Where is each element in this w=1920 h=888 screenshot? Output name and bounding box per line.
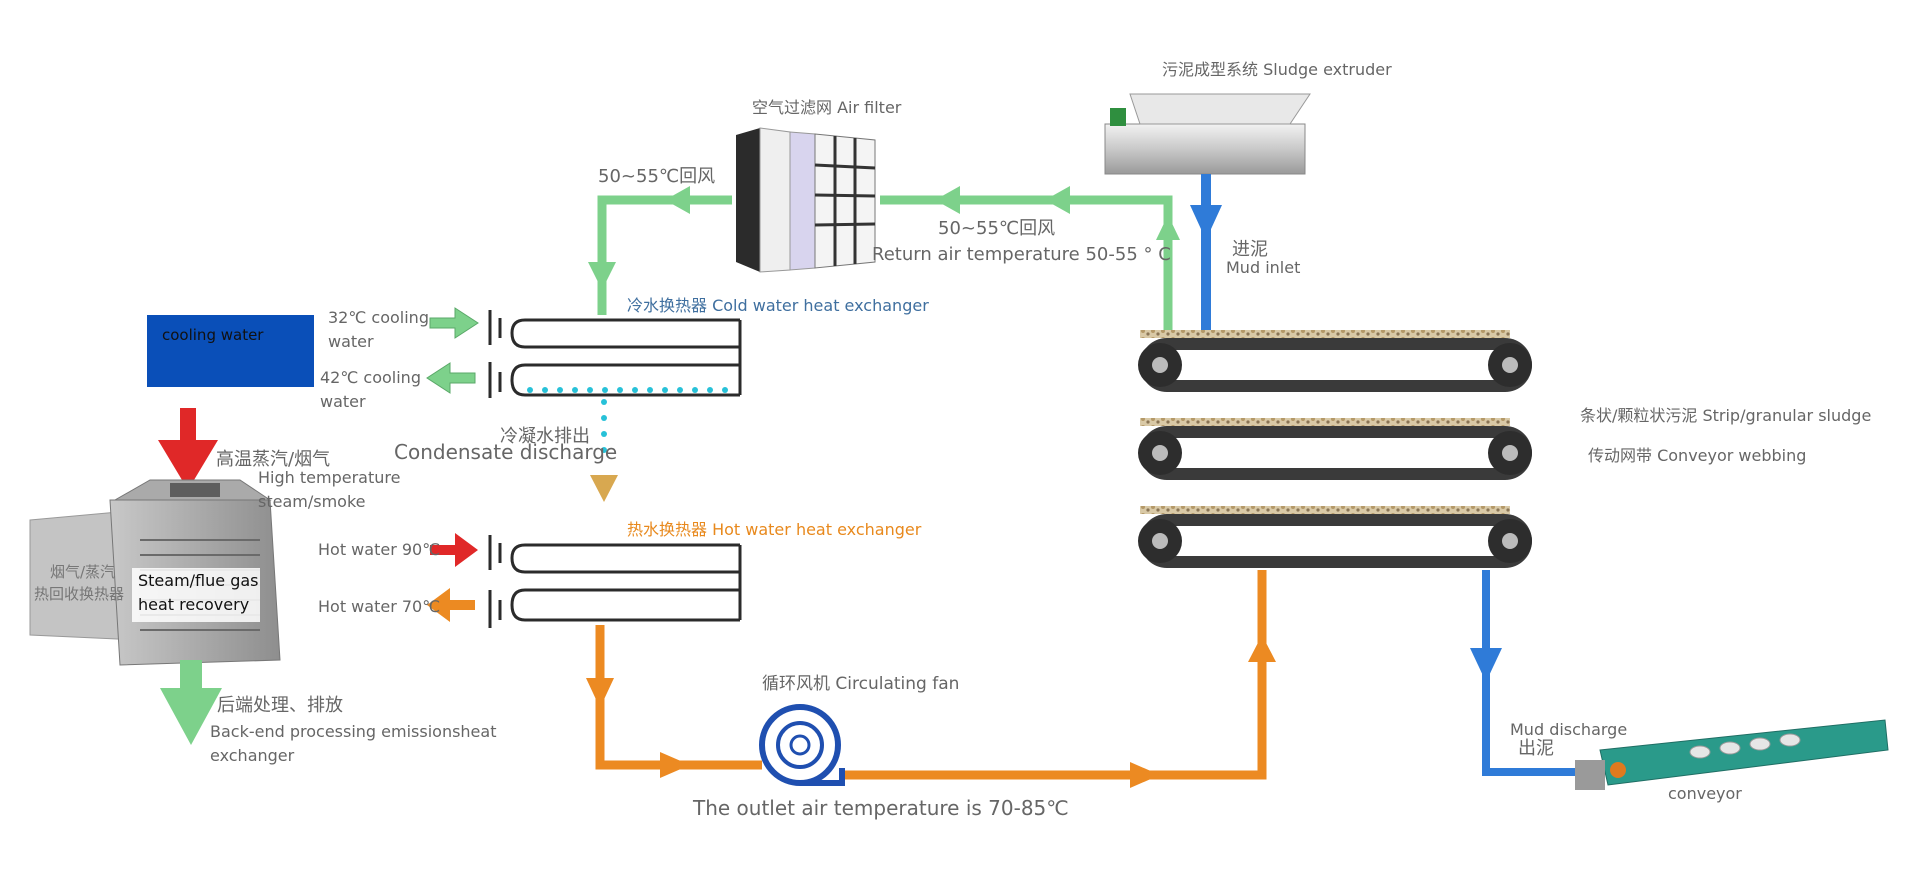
backend-en-line2: exchanger xyxy=(210,746,295,765)
air-filter-label: 空气过滤网 Air filter xyxy=(752,98,902,117)
hot-air-arrowheads xyxy=(586,635,1276,788)
mud-discharge-en-label: Mud discharge xyxy=(1510,720,1628,739)
backend-en-line1: Back-end processing emissionsheat xyxy=(210,722,497,741)
mud-discharge-pipe xyxy=(1470,570,1580,776)
conveyor-belts xyxy=(1138,330,1532,568)
steam-cn-label: 高温蒸汽/烟气 xyxy=(216,449,331,470)
mud-inlet-pipe xyxy=(1190,174,1222,339)
circulating-fan-label: 循环风机 Circulating fan xyxy=(762,674,960,694)
condensate-en-label: Condensate discharge xyxy=(394,440,618,464)
hot-water-arrows xyxy=(427,533,478,622)
cold-hx-label: 冷水换热器 Cold water heat exchanger xyxy=(627,296,929,315)
strip-sludge-label: 条状/颗粒状污泥 Strip/granular sludge xyxy=(1580,406,1872,425)
hx-box-en-line2: heat recovery xyxy=(138,595,250,614)
cooling-32-line2: water xyxy=(328,332,374,351)
return-air-arrowheads xyxy=(588,186,1180,290)
belt-1 xyxy=(1138,330,1532,392)
hx-box-cn-line2: 热回收换热器 xyxy=(34,585,125,603)
belt-3 xyxy=(1138,506,1532,568)
condensate-arrow xyxy=(590,475,618,502)
sludge-extruder xyxy=(1104,93,1311,175)
cooling-32-line1: 32℃ cooling xyxy=(328,308,429,327)
cooling-42-line2: water xyxy=(320,392,366,411)
sludge-extruder-label: 污泥成型系统 Sludge extruder xyxy=(1162,60,1392,79)
cooling-water-tank xyxy=(147,315,314,387)
hot-water-heat-exchanger xyxy=(488,535,742,628)
conveyor-webbing-label: 传动网带 Conveyor webbing xyxy=(1588,446,1807,465)
hot-water-70-label: Hot water 70℃ xyxy=(318,597,441,616)
mud-inlet-cn-label: 进泥 xyxy=(1232,239,1268,260)
mud-inlet-en-label: Mud inlet xyxy=(1226,258,1301,277)
cooling-42-line1: 42℃ cooling xyxy=(320,368,421,387)
cooling-water-arrows xyxy=(426,307,479,394)
steam-en-line1: High temperature xyxy=(258,468,401,487)
heat-recovery-unit xyxy=(29,479,281,666)
hot-hx-label: 热水换热器 Hot water heat exchanger xyxy=(627,520,922,539)
circulating-fan xyxy=(759,704,845,786)
mud-discharge-cn-label: 出泥 xyxy=(1518,738,1554,759)
steam-input-arrow xyxy=(158,408,218,490)
condensate-cn-label: 冷凝水排出 xyxy=(500,426,590,447)
conveyor-label: conveyor xyxy=(1668,784,1742,803)
cooling-water-label: cooling water xyxy=(162,326,264,344)
condensate-drops xyxy=(527,387,728,453)
return-air-mid-en-label: Return air temperature 50-55 ° C xyxy=(872,244,1171,265)
return-air-mid-cn-label: 50~55℃回风 xyxy=(938,218,1056,239)
steam-en-line2: steam/smoke xyxy=(258,492,366,511)
hx-box-en-line1: Steam/flue gas xyxy=(138,571,259,590)
backend-cn-label: 后端处理、排放 xyxy=(217,695,343,716)
outlet-air-label: The outlet air temperature is 70-85℃ xyxy=(693,796,1069,820)
hot-water-90-label: Hot water 90℃ xyxy=(318,540,441,559)
hx-box-cn-line1: 烟气/蒸汽 xyxy=(50,563,116,581)
cold-water-heat-exchanger xyxy=(488,310,742,398)
return-air-top-label: 50~55℃回风 xyxy=(598,166,716,187)
exhaust-output-arrow xyxy=(160,660,222,745)
air-filter xyxy=(736,127,876,273)
screw-conveyor xyxy=(1575,719,1889,790)
belt-2 xyxy=(1138,418,1532,480)
